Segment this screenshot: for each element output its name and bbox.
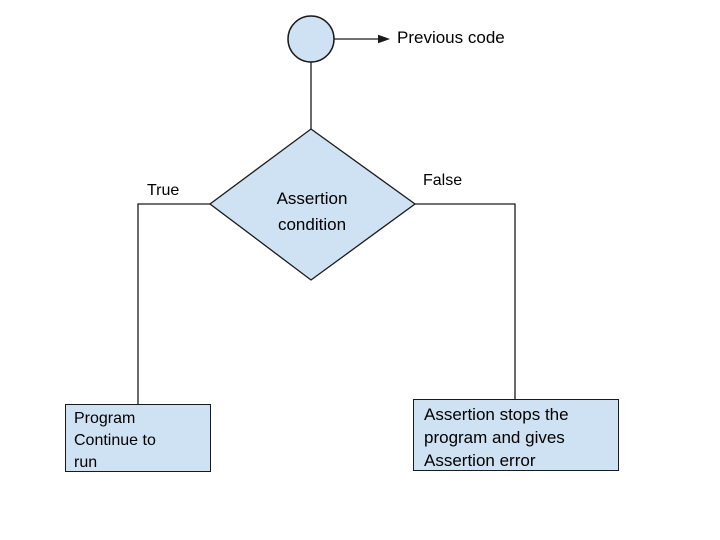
- previous-code-label: Previous code: [397, 28, 505, 47]
- false-branch-label: False: [423, 172, 463, 189]
- arrowhead-icon: [378, 34, 390, 44]
- false-outcome-box: Assertion stops the program and gives As…: [413, 399, 619, 471]
- start-node: [287, 15, 335, 63]
- decision-label: Assertion condition: [276, 189, 348, 234]
- true-outcome-box: Program Continue to run: [65, 404, 211, 472]
- connector-true-branch: [137, 203, 210, 404]
- decision-diamond: [208, 128, 417, 281]
- connector-false-branch: [415, 203, 516, 399]
- true-branch-label: True: [147, 182, 180, 199]
